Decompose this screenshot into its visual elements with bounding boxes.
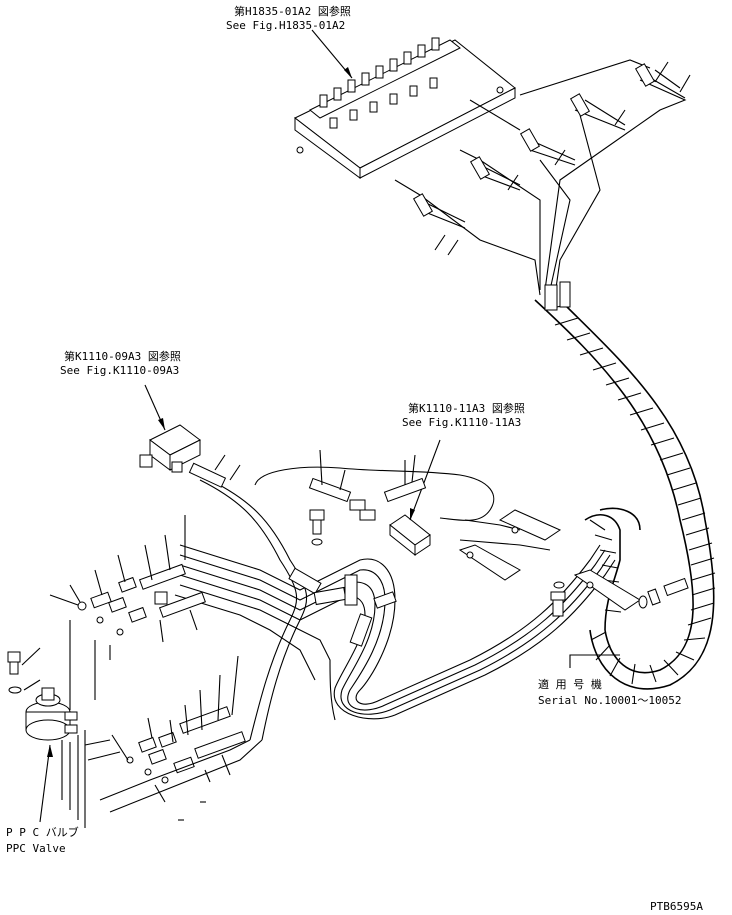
- ppc-washer-leader: [23, 679, 41, 691]
- ppc-valve-leader: [39, 744, 51, 823]
- mounting-brackets: [458, 509, 641, 611]
- middle-valve-leader: [409, 439, 441, 521]
- mid-valve-ref-en: See Fig.K1110-11A3: [402, 416, 521, 429]
- valve-block-fittings: [319, 37, 440, 129]
- ppc-valve-bolt: [7, 651, 22, 694]
- upper-hoses: [394, 59, 691, 296]
- valve-block-ref-jp: 第H1835-01A2 図参照: [234, 4, 351, 18]
- bolt-center: [309, 509, 325, 546]
- mid-valve-ref-jp: 第K1110-11A3 図参照: [408, 401, 525, 415]
- bolt-mid-lower: [550, 581, 566, 617]
- left-valve-leader-arrow: [158, 418, 165, 430]
- middle-solenoid-valve: [389, 514, 431, 557]
- serial-label-en: Serial No.10001～10052: [538, 694, 681, 707]
- drawing-code: PTB6595A: [650, 900, 703, 913]
- valve-block-leader-arrow: [344, 67, 352, 78]
- control-valve-block: [294, 37, 516, 179]
- serial-bracket: [569, 654, 620, 668]
- ppc-port-lines: [61, 620, 111, 828]
- ppc-valve-label-jp: P P C バルブ: [6, 825, 79, 839]
- ppc-valve: [25, 687, 78, 741]
- left-valve-hose: [188, 454, 241, 488]
- middle-hose-fittings: [308, 449, 427, 521]
- valve-block-ref-en: See Fig.H1835-01A2: [226, 19, 345, 32]
- left-valve-ref-jp: 第K1110-09A3 図参照: [64, 349, 181, 363]
- left-valve-ref-en: See Fig.K1110-09A3: [60, 364, 179, 377]
- ppc-valve-leader-arrow: [47, 745, 53, 757]
- middle-hose-harness: [174, 466, 616, 741]
- spiral-wrapped-hose-bundle: [534, 281, 716, 690]
- left-hose-fittings: [49, 515, 206, 643]
- lower-hose-fittings: [84, 655, 263, 821]
- bolt-right: [638, 577, 689, 609]
- left-solenoid-valve: [139, 424, 201, 473]
- ppc-valve-label-en: PPC Valve: [6, 842, 66, 855]
- serial-label-jp: 適 用 号 機: [538, 677, 602, 691]
- middle-valve-leader-arrow: [410, 508, 415, 520]
- ppc-bolt-leader: [21, 647, 41, 666]
